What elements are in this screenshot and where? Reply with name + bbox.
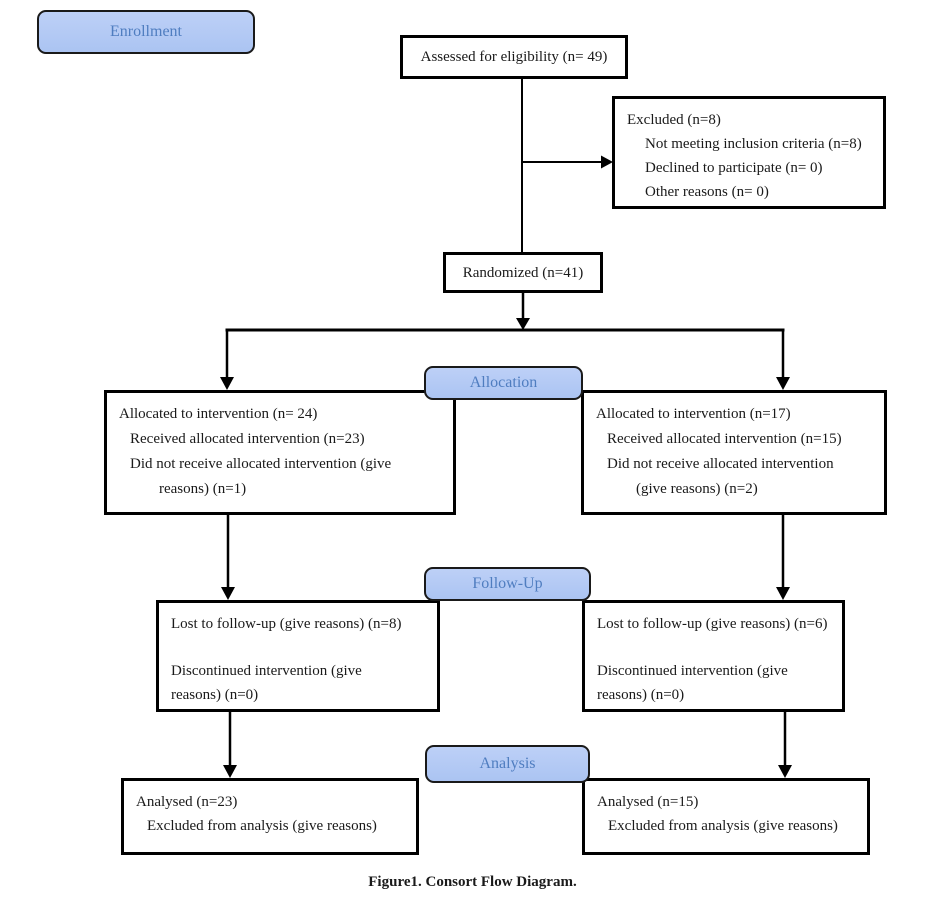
arrowhead-fu-right (776, 587, 790, 600)
followup-line: reasons) (n=0) (171, 687, 259, 703)
arrowhead-split (516, 318, 530, 330)
arrowhead-fu-left (221, 587, 235, 600)
figure-caption: Figure1. Consort Flow Diagram. (368, 874, 577, 890)
excluded-line: Not meeting inclusion criteria (n=8) (645, 136, 862, 152)
analysis-line: Analysed (n=23) (136, 794, 238, 810)
followup-line: reasons) (n=0) (597, 687, 685, 703)
followup-line: Lost to follow-up (give reasons) (n=6) (597, 616, 828, 632)
stage-label-analysis: Analysis (425, 745, 590, 783)
randomized-box: Randomized (n=41) (443, 252, 603, 293)
allocation-line: (give reasons) (n=2) (636, 481, 758, 497)
analysis-line: Excluded from analysis (give reasons) (608, 818, 838, 834)
allocation-line: reasons) (n=1) (159, 481, 247, 497)
arrowhead-alloc-right (776, 377, 790, 390)
arrowhead-an-left (223, 765, 237, 778)
analysis-right-box: Analysed (n=15) Excluded from analysis (… (582, 778, 870, 855)
excluded-line: Excluded (n=8) (627, 112, 721, 128)
allocation-line: Allocated to intervention (n=17) (596, 406, 791, 422)
allocation-right-box: Allocated to intervention (n=17) Receive… (581, 390, 887, 515)
stage-label-enrollment: Enrollment (37, 10, 255, 54)
allocation-line: Did not receive allocated intervention (607, 456, 834, 472)
excluded-line: Other reasons (n= 0) (645, 184, 769, 200)
analysis-line: Excluded from analysis (give reasons) (147, 818, 377, 834)
arrowhead-an-right (778, 765, 792, 778)
allocation-line: Received allocated intervention (n=15) (607, 431, 842, 447)
followup-line: Discontinued intervention (give (171, 663, 362, 679)
allocation-left-box: Allocated to intervention (n= 24) Receiv… (104, 390, 456, 515)
followup-left-box: Lost to follow-up (give reasons) (n=8) D… (156, 600, 440, 712)
analysis-left-box: Analysed (n=23) Excluded from analysis (… (121, 778, 419, 855)
analysis-line: Analysed (n=15) (597, 794, 699, 810)
stage-label-followup: Follow-Up (424, 567, 591, 601)
stage-label-allocation: Allocation (424, 366, 583, 400)
excluded-box: Excluded (n=8) Not meeting inclusion cri… (612, 96, 886, 209)
arrowhead-excluded (601, 155, 613, 169)
followup-line: Lost to follow-up (give reasons) (n=8) (171, 616, 402, 632)
allocation-line: Received allocated intervention (n=23) (130, 431, 365, 447)
followup-line: Discontinued intervention (give (597, 663, 788, 679)
followup-right-box: Lost to follow-up (give reasons) (n=6) D… (582, 600, 845, 712)
arrowhead-alloc-left (220, 377, 234, 390)
assessed-box: Assessed for eligibility (n= 49) (400, 35, 628, 79)
allocation-line: Allocated to intervention (n= 24) (119, 406, 318, 422)
allocation-line: Did not receive allocated intervention (… (130, 456, 392, 472)
excluded-line: Declined to participate (n= 0) (645, 160, 823, 176)
